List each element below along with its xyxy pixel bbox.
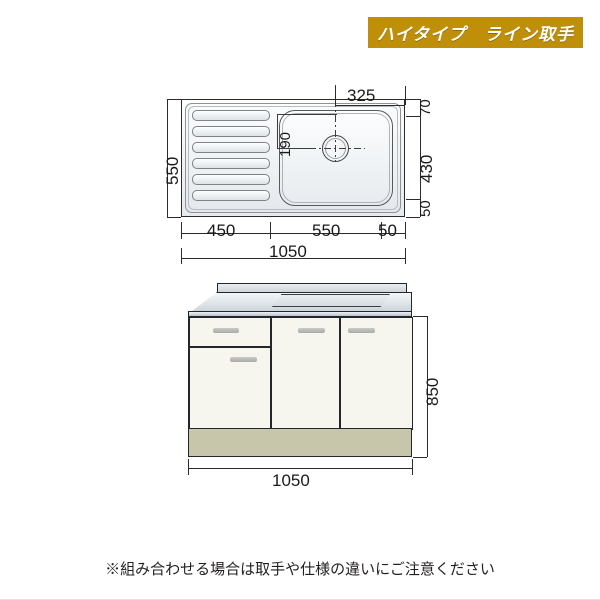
dim-label-1050-plan: 1050 xyxy=(269,242,307,261)
dim-label-50-right: 50 xyxy=(417,200,434,217)
sink-inner-edge-2 xyxy=(188,106,398,210)
dim-tick-550-depth-top xyxy=(167,99,181,100)
dim-tick-50-right-bottom xyxy=(406,217,420,218)
drainboard xyxy=(192,110,270,206)
dim-label-190: 190 xyxy=(277,131,294,157)
sink-top-view-drawing xyxy=(181,85,405,217)
dim-tick-1050-front-left xyxy=(188,459,189,475)
product-type-banner: ハイタイプ ライン取手 xyxy=(368,17,583,48)
product-type-banner-label: ハイタイプ ライン取手 xyxy=(377,25,574,44)
dim-tick-450-left xyxy=(181,222,182,239)
dim-label-50-bottom: 50 xyxy=(378,221,397,240)
dim-tick-1050-plan-right xyxy=(405,248,406,264)
drain-center-line-vertical xyxy=(335,85,336,162)
dim-tick-430-bottom xyxy=(406,199,420,200)
dim-label-70: 70 xyxy=(417,99,434,116)
dim-tick-1050-plan-left xyxy=(181,248,182,264)
dim-line-1050-plan xyxy=(181,258,405,259)
dim-line-450 xyxy=(181,233,270,234)
dim-line-50-right xyxy=(420,199,421,217)
cabinet-center-door-panel xyxy=(271,317,340,430)
dim-label-1050-front: 1050 xyxy=(272,471,310,490)
dim-tick-850-top xyxy=(413,316,427,317)
cabinet-plinth xyxy=(188,428,412,457)
drain-center-line-horizontal xyxy=(309,148,365,149)
dim-line-850 xyxy=(427,316,428,457)
dim-line-325 xyxy=(335,105,405,106)
drainboard-ridge xyxy=(192,126,270,137)
cabinet-front-view-drawing xyxy=(188,283,413,463)
center-door-handle xyxy=(298,328,325,333)
dim-tick-325-right xyxy=(405,86,406,105)
left-door-handle xyxy=(230,357,257,362)
dim-label-550-depth: 550 xyxy=(163,156,182,185)
dim-label-325: 325 xyxy=(347,86,376,105)
countertop-backsplash xyxy=(217,283,407,293)
drainboard-ridge xyxy=(192,142,270,153)
dim-tick-850-bottom xyxy=(413,457,427,458)
cabinet-body xyxy=(188,316,413,430)
dim-tick-550-width-right xyxy=(381,222,382,239)
dim-line-1050-front xyxy=(188,468,412,469)
footer-note: ※組み合わせる場合は取手や仕様の違いにご注意ください xyxy=(105,561,495,578)
drainboard-ridge xyxy=(192,174,270,185)
sink-basin-inner xyxy=(282,113,390,203)
dim-label-450: 450 xyxy=(207,221,236,240)
countertop-sink-recess xyxy=(272,294,390,307)
dim-line-70 xyxy=(420,99,421,116)
dim-190-extension-top xyxy=(277,114,337,115)
drainboard-ridge xyxy=(192,190,270,201)
dim-line-550-width xyxy=(270,233,381,234)
right-door-handle xyxy=(348,328,375,333)
dim-line-50-bottom xyxy=(381,233,405,234)
dim-tick-550-depth-bottom xyxy=(167,217,181,218)
dim-190-bottom xyxy=(277,148,311,149)
drainboard-ridge xyxy=(192,158,270,169)
dim-label-550-width: 550 xyxy=(312,221,341,240)
dim-tick-450-right xyxy=(270,222,271,239)
dim-190-leader xyxy=(277,114,278,149)
dim-tick-70-top xyxy=(406,99,420,100)
dim-line-550-depth xyxy=(167,99,168,217)
dim-tick-325-left xyxy=(335,86,336,105)
dim-tick-1050-front-right xyxy=(412,459,413,475)
dim-line-430 xyxy=(420,116,421,199)
drainboard-ridge xyxy=(192,110,270,121)
dim-label-850: 850 xyxy=(423,377,442,406)
cabinet-right-door-panel xyxy=(340,317,413,430)
dim-tick-50-bottom-right xyxy=(405,222,406,239)
dim-label-430: 430 xyxy=(417,154,436,183)
dim-tick-70-bottom xyxy=(406,116,420,117)
drawer-handle xyxy=(213,328,239,333)
